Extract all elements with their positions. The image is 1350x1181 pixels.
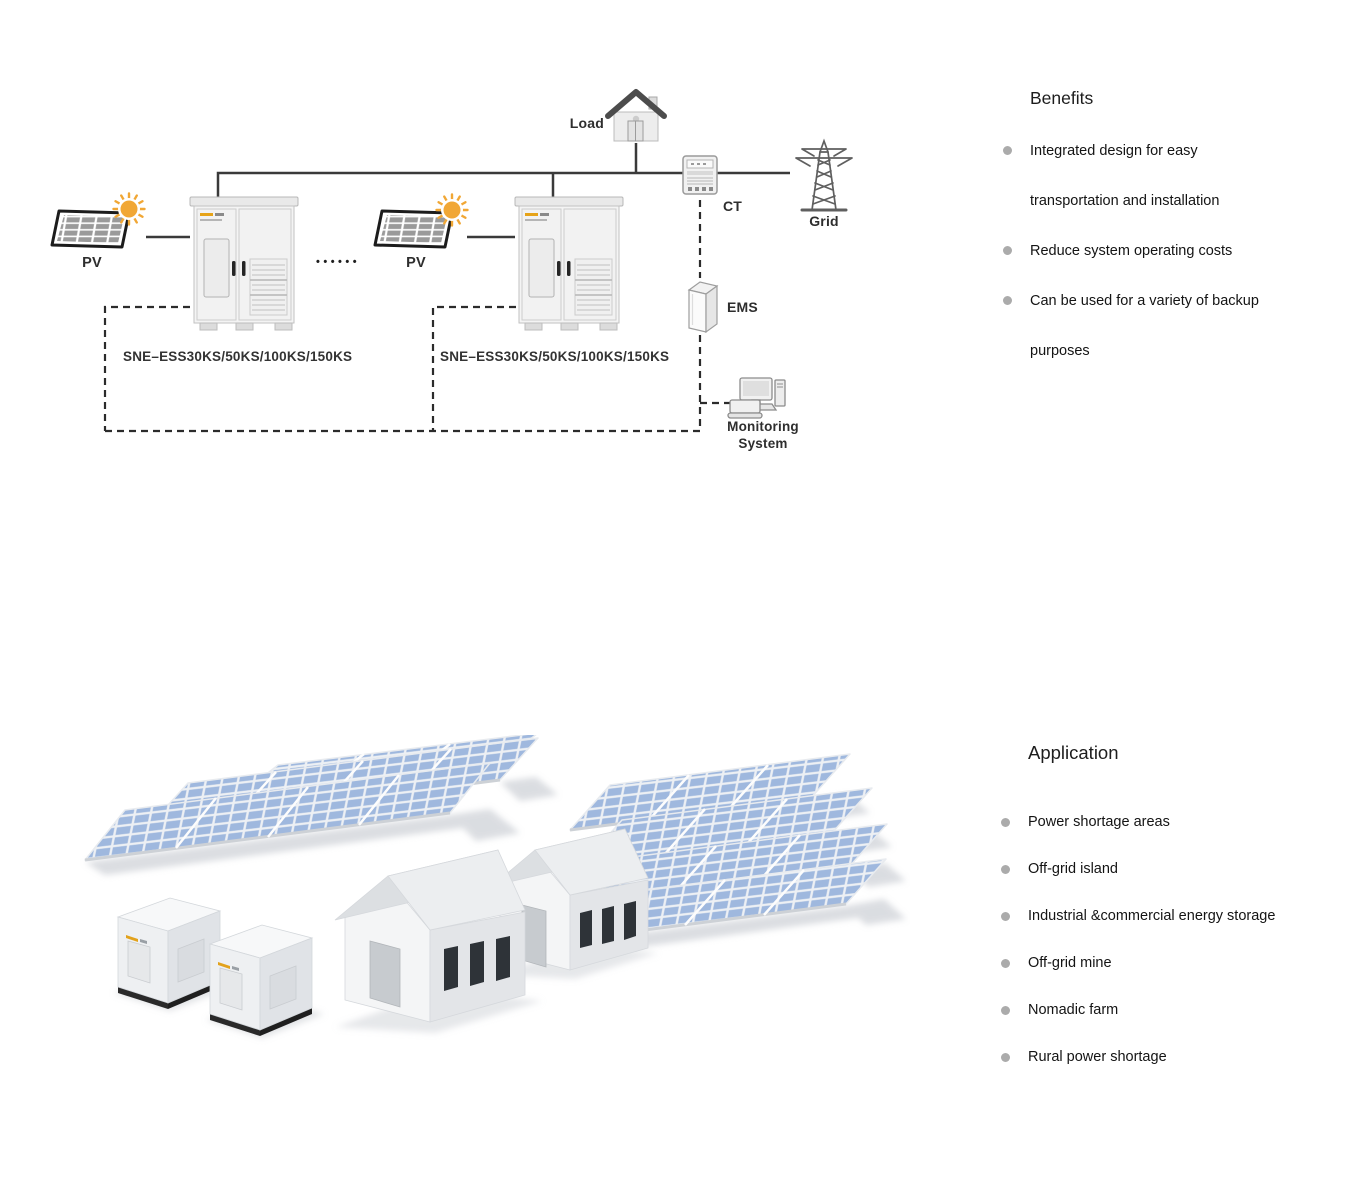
bullet-dot-icon [1003,296,1012,305]
list-item: Integrated design for easy transportatio… [1000,126,1265,226]
cabinet2-model-label: SNE–ESS30KS/50KS/100KS/150KS [440,349,670,364]
solid-wires [146,143,790,239]
benefit-text: Integrated design for easy transportatio… [1030,143,1220,209]
pv1-label: PV [82,255,102,271]
bullet-dot-icon [1003,146,1012,155]
benefit-text: Can be used for a variety of backup purp… [1030,293,1259,359]
bullet-dot-icon [1001,818,1010,827]
cabinet2-dashed-box [431,305,516,431]
monitoring-system-label: Monitoring System [727,419,799,451]
house-illustration [334,849,526,1023]
solar-panel-row [84,762,491,862]
house-illustration [491,828,649,971]
application-section: Application Power shortage areas Off-gri… [998,742,1348,1065]
bullet-dot-icon [1001,959,1010,968]
solar-panel-rows-left [84,735,539,862]
more-units-ellipsis: •••••• [316,256,361,268]
ess-cabinet-icon [189,196,299,331]
benefits-title: Benefits [1030,88,1094,108]
list-item: Off-grid island [998,846,1328,893]
solar-panel-rows-right [569,753,888,937]
comm-bus-dashed [105,333,702,433]
application-text: Off-grid mine [1028,955,1112,971]
bullet-dot-icon [1003,246,1012,255]
application-text: Nomadic farm [1028,1002,1119,1018]
pv2-label: PV [406,255,426,271]
dashed-wires [103,200,733,433]
application-text: Off-grid island [1028,861,1118,877]
benefit-text: Reduce system operating costs [1030,243,1233,259]
cabinet1-model-label: SNE–ESS30KS/50KS/100KS/150KS [123,349,353,364]
bus-line [216,171,684,197]
application-title: Application [1028,742,1119,763]
list-item: Nomadic farm [998,987,1328,1034]
list-item: Off-grid mine [998,940,1328,987]
list-item: Rural power shortage [998,1034,1328,1081]
benefits-section: Benefits Integrated design for easy tran… [1000,88,1340,359]
list-item: Industrial &commercial energy storage [998,893,1328,940]
application-text: Rural power shortage [1028,1049,1167,1065]
ems-label: EMS [727,299,758,315]
application-list: Power shortage areas Off-grid island Ind… [998,799,1328,1081]
bullet-dot-icon [1001,865,1010,874]
list-item: Power shortage areas [998,799,1328,846]
bullet-dot-icon [1001,1053,1010,1062]
cabinet1-dashed-box [103,305,190,431]
grid-tower-icon [795,138,853,212]
load-label: Load [569,115,604,131]
application-text: Industrial &commercial energy storage [1028,908,1276,924]
bullet-dot-icon [1001,1006,1010,1015]
system-diagram [50,89,853,433]
ess-cabinet-icon [514,196,624,331]
grid-label: Grid [809,213,839,229]
ems-icon [687,281,719,334]
list-item: Can be used for a variety of backup purp… [1000,276,1265,376]
application-text: Power shortage areas [1028,814,1170,830]
list-item: Reduce system operating costs [1000,226,1265,276]
ct-meter-icon [682,155,718,195]
benefits-list: Integrated design for easy transportatio… [1000,126,1265,376]
solar-farm-illustration [84,735,906,1038]
battery-cabinet-illustration [208,924,314,1036]
load-house-icon [605,89,667,142]
battery-cabinet-illustration [116,897,222,1009]
monitoring-system-icon [727,377,786,419]
ct-label: CT [723,198,743,214]
bullet-dot-icon [1001,912,1010,921]
